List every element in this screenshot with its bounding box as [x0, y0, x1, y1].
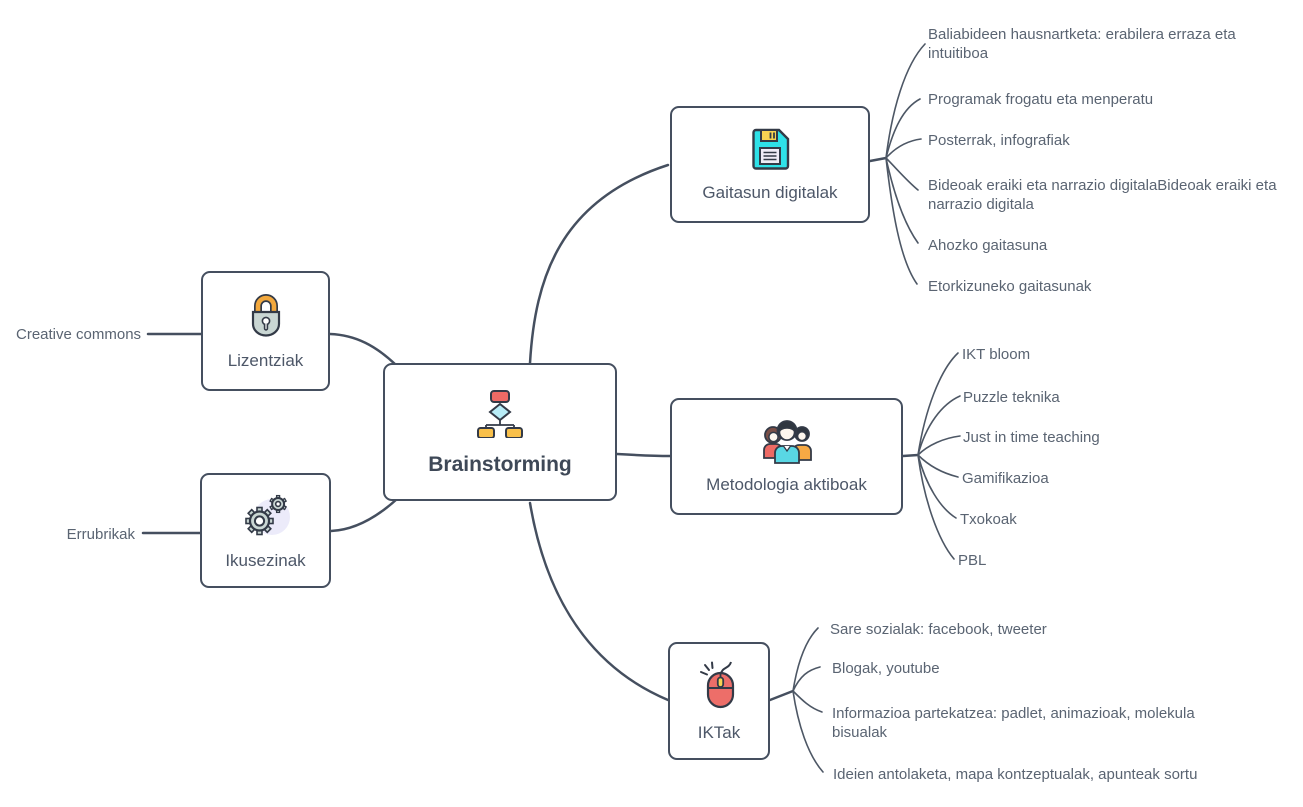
- leaf-txokoak[interactable]: Txokoak: [960, 511, 1017, 528]
- branch-node-label: Ikusezinak: [225, 550, 306, 570]
- leaf-posterrak[interactable]: Posterrak, infografiak: [928, 132, 1070, 149]
- root-node-label: Brainstorming: [428, 452, 572, 476]
- node-lizentziak[interactable]: Lizentziak: [201, 271, 330, 391]
- branch-node-label: IKTak: [697, 723, 741, 743]
- leaf-puzzle-teknika[interactable]: Puzzle teknika: [963, 389, 1060, 406]
- leaf-ikt-bloom[interactable]: IKT bloom: [962, 346, 1031, 363]
- gears-icon: [239, 491, 293, 546]
- leaf-errubrikak[interactable]: Errubrikak: [66, 526, 135, 543]
- node-brainstorming[interactable]: Brainstorming: [383, 363, 617, 501]
- people-icon: [758, 418, 816, 469]
- leaf-creative-commons[interactable]: Creative commons: [16, 326, 142, 343]
- padlock-icon: [245, 292, 287, 345]
- flowchart-icon: [474, 388, 526, 443]
- floppy-disk-icon: [747, 126, 793, 177]
- leaf-programak[interactable]: Programak frogatu eta menperatu: [928, 91, 1154, 108]
- branch-node-label: Lizentziak: [227, 350, 304, 370]
- node-metodologia-aktiboak[interactable]: Metodologia aktiboak: [670, 398, 903, 515]
- leaf-gamifikazioa[interactable]: Gamifikazioa: [962, 470, 1049, 487]
- leaf-just-in-time[interactable]: Just in time teaching: [963, 429, 1100, 446]
- leaf-etorkizuneko[interactable]: Etorkizuneko gaitasunak: [928, 278, 1092, 295]
- leaf-ahozko[interactable]: Ahozko gaitasuna: [928, 237, 1048, 254]
- node-ikusezinak[interactable]: Ikusezinak: [200, 473, 331, 588]
- leaf-baliabideen[interactable]: Baliabideen hausnartketa: erabilera erra…: [928, 26, 1236, 62]
- leaf-pbl[interactable]: PBL: [958, 552, 987, 569]
- leaf-bideoak[interactable]: Bideoak eraiki eta narrazio digitalaBide…: [928, 177, 1277, 213]
- leaf-sare-sozialak[interactable]: Sare sozialak: facebook, tweeter: [830, 621, 1047, 638]
- leaf-informazioa[interactable]: Informazioa partekatzea: padlet, animazi…: [832, 705, 1195, 741]
- node-iktak[interactable]: IKTak: [668, 642, 770, 760]
- leaf-blogak[interactable]: Blogak, youtube: [832, 660, 940, 677]
- node-gaitasun-digitalak[interactable]: Gaitasun digitalak: [670, 106, 870, 223]
- branch-node-label: Metodologia aktiboak: [706, 475, 867, 495]
- leaf-ideien[interactable]: Ideien antolaketa, mapa kontzeptualak, a…: [833, 766, 1198, 783]
- branch-node-label: Gaitasun digitalak: [702, 183, 838, 203]
- mouse-icon: [696, 659, 742, 718]
